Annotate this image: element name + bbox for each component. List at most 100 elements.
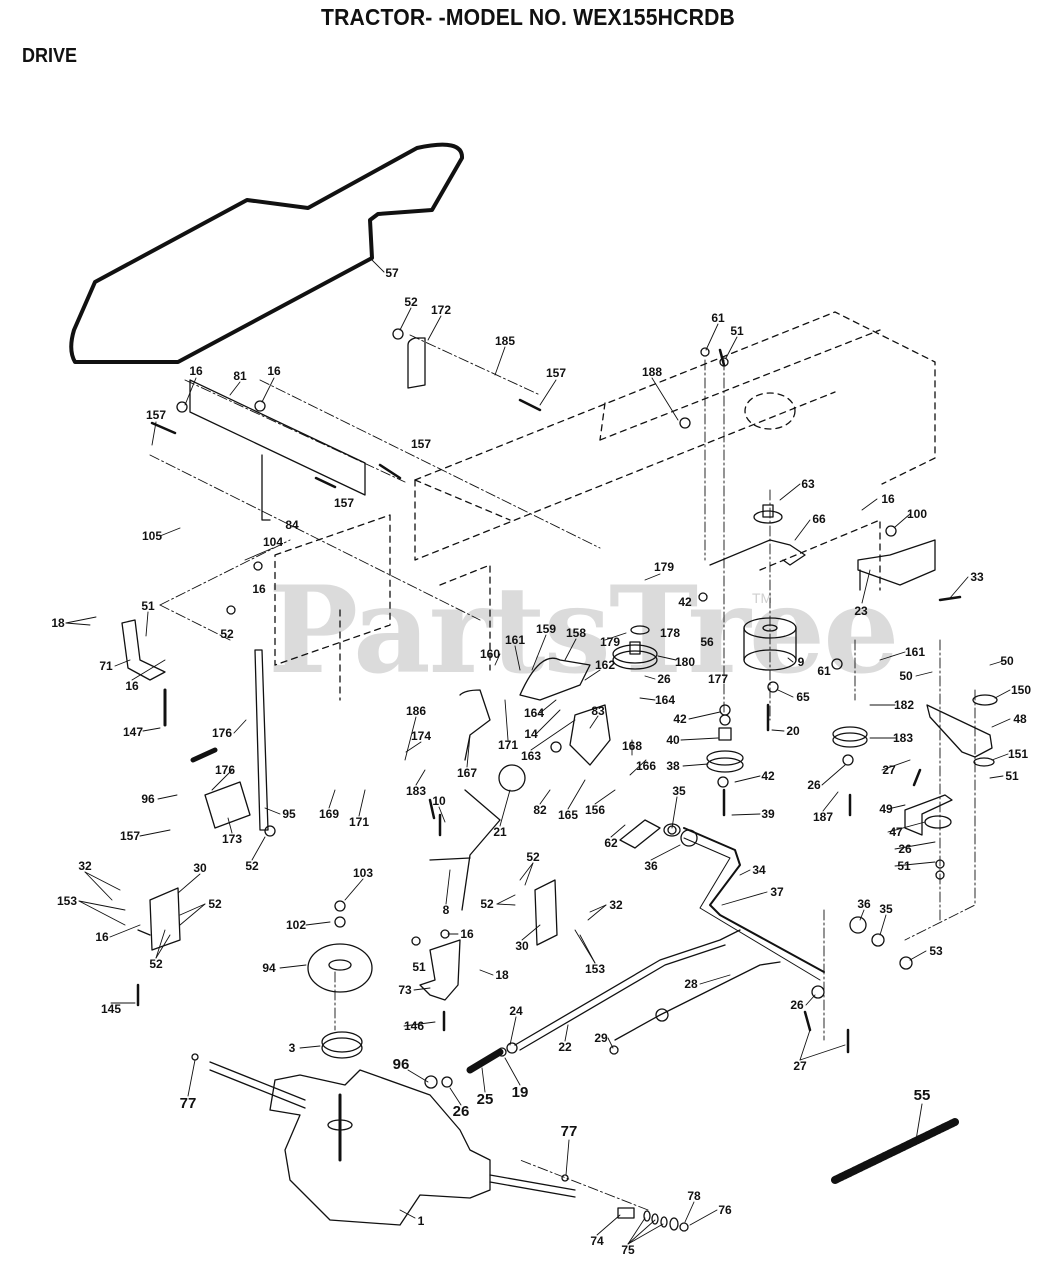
part-callout-61[interactable]: 61 — [711, 311, 725, 325]
part-callout-36[interactable]: 36 — [644, 859, 658, 873]
part-callout-178[interactable]: 178 — [659, 626, 681, 640]
part-callout-24[interactable]: 24 — [509, 1004, 523, 1018]
part-callout-102[interactable]: 102 — [285, 918, 307, 932]
part-callout-157[interactable]: 157 — [333, 496, 355, 510]
part-callout-163[interactable]: 163 — [520, 749, 542, 763]
part-callout-53[interactable]: 53 — [929, 944, 943, 958]
part-callout-105[interactable]: 105 — [141, 529, 163, 543]
part-callout-33[interactable]: 33 — [970, 570, 984, 584]
part-callout-55[interactable]: 55 — [913, 1087, 931, 1104]
part-callout-65[interactable]: 65 — [796, 690, 810, 704]
part-callout-168[interactable]: 168 — [621, 739, 643, 753]
part-callout-30[interactable]: 30 — [193, 861, 207, 875]
part-callout-34[interactable]: 34 — [752, 863, 766, 877]
part-callout-32[interactable]: 32 — [78, 859, 92, 873]
part-callout-76[interactable]: 76 — [718, 1203, 732, 1217]
part-callout-25[interactable]: 25 — [476, 1091, 494, 1108]
part-callout-26[interactable]: 26 — [807, 778, 821, 792]
part-callout-16[interactable]: 16 — [125, 679, 139, 693]
part-callout-171[interactable]: 171 — [348, 815, 370, 829]
part-callout-16[interactable]: 16 — [460, 927, 474, 941]
part-callout-52[interactable]: 52 — [208, 897, 222, 911]
part-callout-52[interactable]: 52 — [404, 295, 418, 309]
part-callout-63[interactable]: 63 — [801, 477, 815, 491]
part-callout-14[interactable]: 14 — [524, 727, 538, 741]
part-callout-182[interactable]: 182 — [893, 698, 915, 712]
part-callout-18[interactable]: 18 — [495, 968, 509, 982]
part-callout-51[interactable]: 51 — [897, 859, 911, 873]
part-callout-176[interactable]: 176 — [211, 726, 233, 740]
part-callout-147[interactable]: 147 — [122, 725, 144, 739]
part-callout-21[interactable]: 21 — [493, 825, 507, 839]
part-callout-185[interactable]: 185 — [494, 334, 516, 348]
part-callout-52[interactable]: 52 — [526, 850, 540, 864]
part-callout-48[interactable]: 48 — [1013, 712, 1027, 726]
part-callout-156[interactable]: 156 — [584, 803, 606, 817]
part-callout-27[interactable]: 27 — [793, 1059, 807, 1073]
part-callout-26[interactable]: 26 — [657, 672, 671, 686]
part-callout-77[interactable]: 77 — [560, 1123, 578, 1140]
part-callout-157[interactable]: 157 — [119, 829, 141, 843]
part-callout-177[interactable]: 177 — [707, 672, 729, 686]
part-callout-51[interactable]: 51 — [412, 960, 426, 974]
part-callout-161[interactable]: 161 — [504, 633, 526, 647]
part-callout-157[interactable]: 157 — [545, 366, 567, 380]
part-callout-188[interactable]: 188 — [641, 365, 663, 379]
part-callout-27[interactable]: 27 — [882, 763, 896, 777]
part-callout-38[interactable]: 38 — [666, 759, 680, 773]
part-callout-42[interactable]: 42 — [678, 595, 692, 609]
part-callout-26[interactable]: 26 — [790, 998, 804, 1012]
part-callout-32[interactable]: 32 — [609, 898, 623, 912]
part-callout-157[interactable]: 157 — [145, 408, 167, 422]
part-callout-169[interactable]: 169 — [318, 807, 340, 821]
part-callout-162[interactable]: 162 — [594, 658, 616, 672]
part-callout-49[interactable]: 49 — [879, 802, 893, 816]
part-callout-83[interactable]: 83 — [591, 704, 605, 718]
part-callout-9[interactable]: 9 — [797, 655, 805, 669]
part-callout-174[interactable]: 174 — [410, 729, 432, 743]
part-callout-153[interactable]: 153 — [584, 962, 606, 976]
part-callout-47[interactable]: 47 — [889, 825, 903, 839]
part-callout-16[interactable]: 16 — [95, 930, 109, 944]
part-callout-166[interactable]: 166 — [635, 759, 657, 773]
part-callout-37[interactable]: 37 — [770, 885, 784, 899]
part-callout-16[interactable]: 16 — [267, 364, 281, 378]
part-callout-176[interactable]: 176 — [214, 763, 236, 777]
part-callout-29[interactable]: 29 — [594, 1031, 608, 1045]
part-callout-16[interactable]: 16 — [252, 582, 266, 596]
part-callout-20[interactable]: 20 — [786, 724, 800, 738]
part-callout-40[interactable]: 40 — [666, 733, 680, 747]
part-callout-173[interactable]: 173 — [221, 832, 243, 846]
part-callout-145[interactable]: 145 — [100, 1002, 122, 1016]
part-callout-78[interactable]: 78 — [687, 1189, 701, 1203]
part-callout-52[interactable]: 52 — [480, 897, 494, 911]
part-callout-28[interactable]: 28 — [684, 977, 698, 991]
part-callout-179[interactable]: 179 — [599, 635, 621, 649]
part-callout-16[interactable]: 16 — [881, 492, 895, 506]
part-callout-30[interactable]: 30 — [515, 939, 529, 953]
part-callout-26[interactable]: 26 — [452, 1103, 470, 1120]
part-callout-35[interactable]: 35 — [879, 902, 893, 916]
part-callout-23[interactable]: 23 — [854, 604, 868, 618]
part-callout-66[interactable]: 66 — [812, 512, 826, 526]
part-callout-84[interactable]: 84 — [285, 518, 299, 532]
part-callout-81[interactable]: 81 — [233, 369, 247, 383]
part-callout-157[interactable]: 157 — [410, 437, 432, 451]
part-callout-171[interactable]: 171 — [497, 738, 519, 752]
part-callout-22[interactable]: 22 — [558, 1040, 572, 1054]
part-callout-57[interactable]: 57 — [385, 266, 399, 280]
part-callout-51[interactable]: 51 — [1005, 769, 1019, 783]
part-callout-161[interactable]: 161 — [904, 645, 926, 659]
part-callout-42[interactable]: 42 — [673, 712, 687, 726]
part-callout-50[interactable]: 50 — [1000, 654, 1014, 668]
part-callout-52[interactable]: 52 — [220, 627, 234, 641]
part-callout-183[interactable]: 183 — [892, 731, 914, 745]
part-callout-3[interactable]: 3 — [288, 1041, 296, 1055]
part-callout-146[interactable]: 146 — [403, 1019, 425, 1033]
part-callout-56[interactable]: 56 — [700, 635, 714, 649]
part-callout-16[interactable]: 16 — [189, 364, 203, 378]
part-callout-51[interactable]: 51 — [141, 599, 155, 613]
part-callout-94[interactable]: 94 — [262, 961, 276, 975]
part-callout-164[interactable]: 164 — [654, 693, 676, 707]
part-callout-36[interactable]: 36 — [857, 897, 871, 911]
